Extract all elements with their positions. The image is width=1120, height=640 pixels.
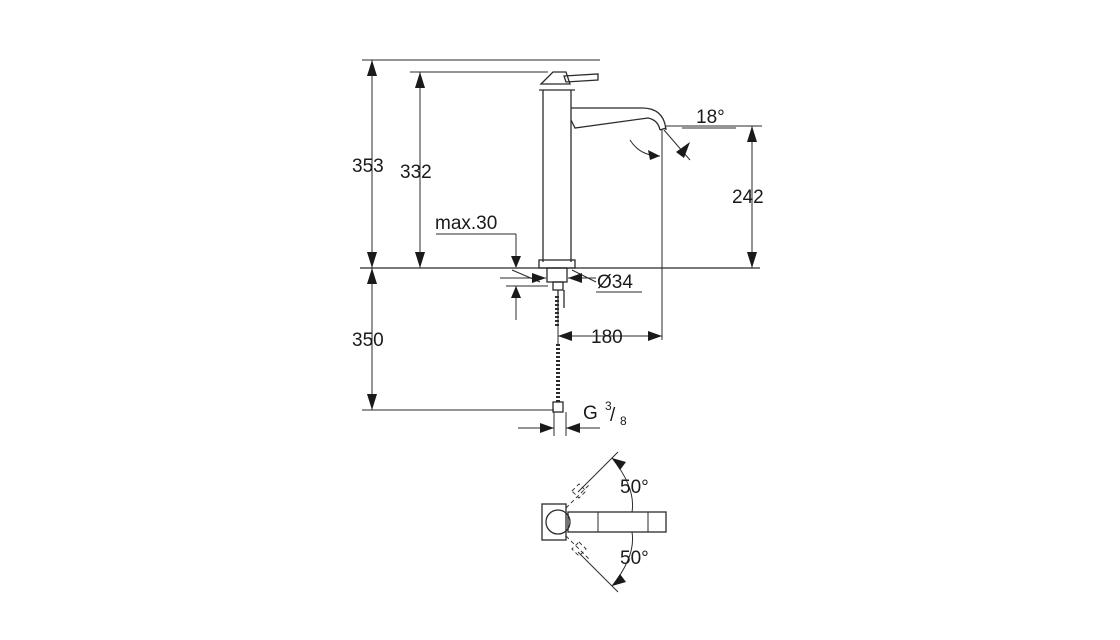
dim-diameter — [500, 273, 642, 293]
dim-thread-slash: / — [610, 405, 616, 426]
dim-max30-label: max.30 — [435, 213, 497, 234]
top-view — [541, 451, 667, 593]
dim-353-label: 353 — [352, 156, 384, 177]
top-view-angle-lower: 50° — [620, 548, 649, 569]
dim-thread-denominator: 8 — [620, 414, 627, 428]
dim-thread — [518, 412, 600, 436]
fixing-assembly — [546, 267, 568, 413]
dim-180-label: 180 — [591, 327, 623, 348]
dim-353 — [362, 59, 600, 268]
dim-18-label: 18° — [696, 107, 725, 128]
dim-332-label: 332 — [400, 162, 432, 183]
dim-350-label: 350 — [352, 330, 384, 351]
dim-332 — [410, 71, 548, 268]
dim-18-angle — [629, 127, 736, 340]
dim-thread-numerator: 3 — [605, 399, 612, 413]
top-view-angle-upper: 50° — [620, 477, 649, 498]
dim-242-label: 242 — [732, 187, 764, 208]
dim-thread-prefix: G — [583, 403, 598, 424]
faucet-body — [538, 71, 667, 269]
dim-max30 — [436, 233, 548, 320]
dim-180 — [557, 314, 662, 344]
dim-242 — [666, 125, 762, 268]
deck-hatch-right — [571, 269, 597, 283]
dim-diameter-label: Ø34 — [597, 272, 633, 293]
dim-350 — [362, 268, 554, 411]
